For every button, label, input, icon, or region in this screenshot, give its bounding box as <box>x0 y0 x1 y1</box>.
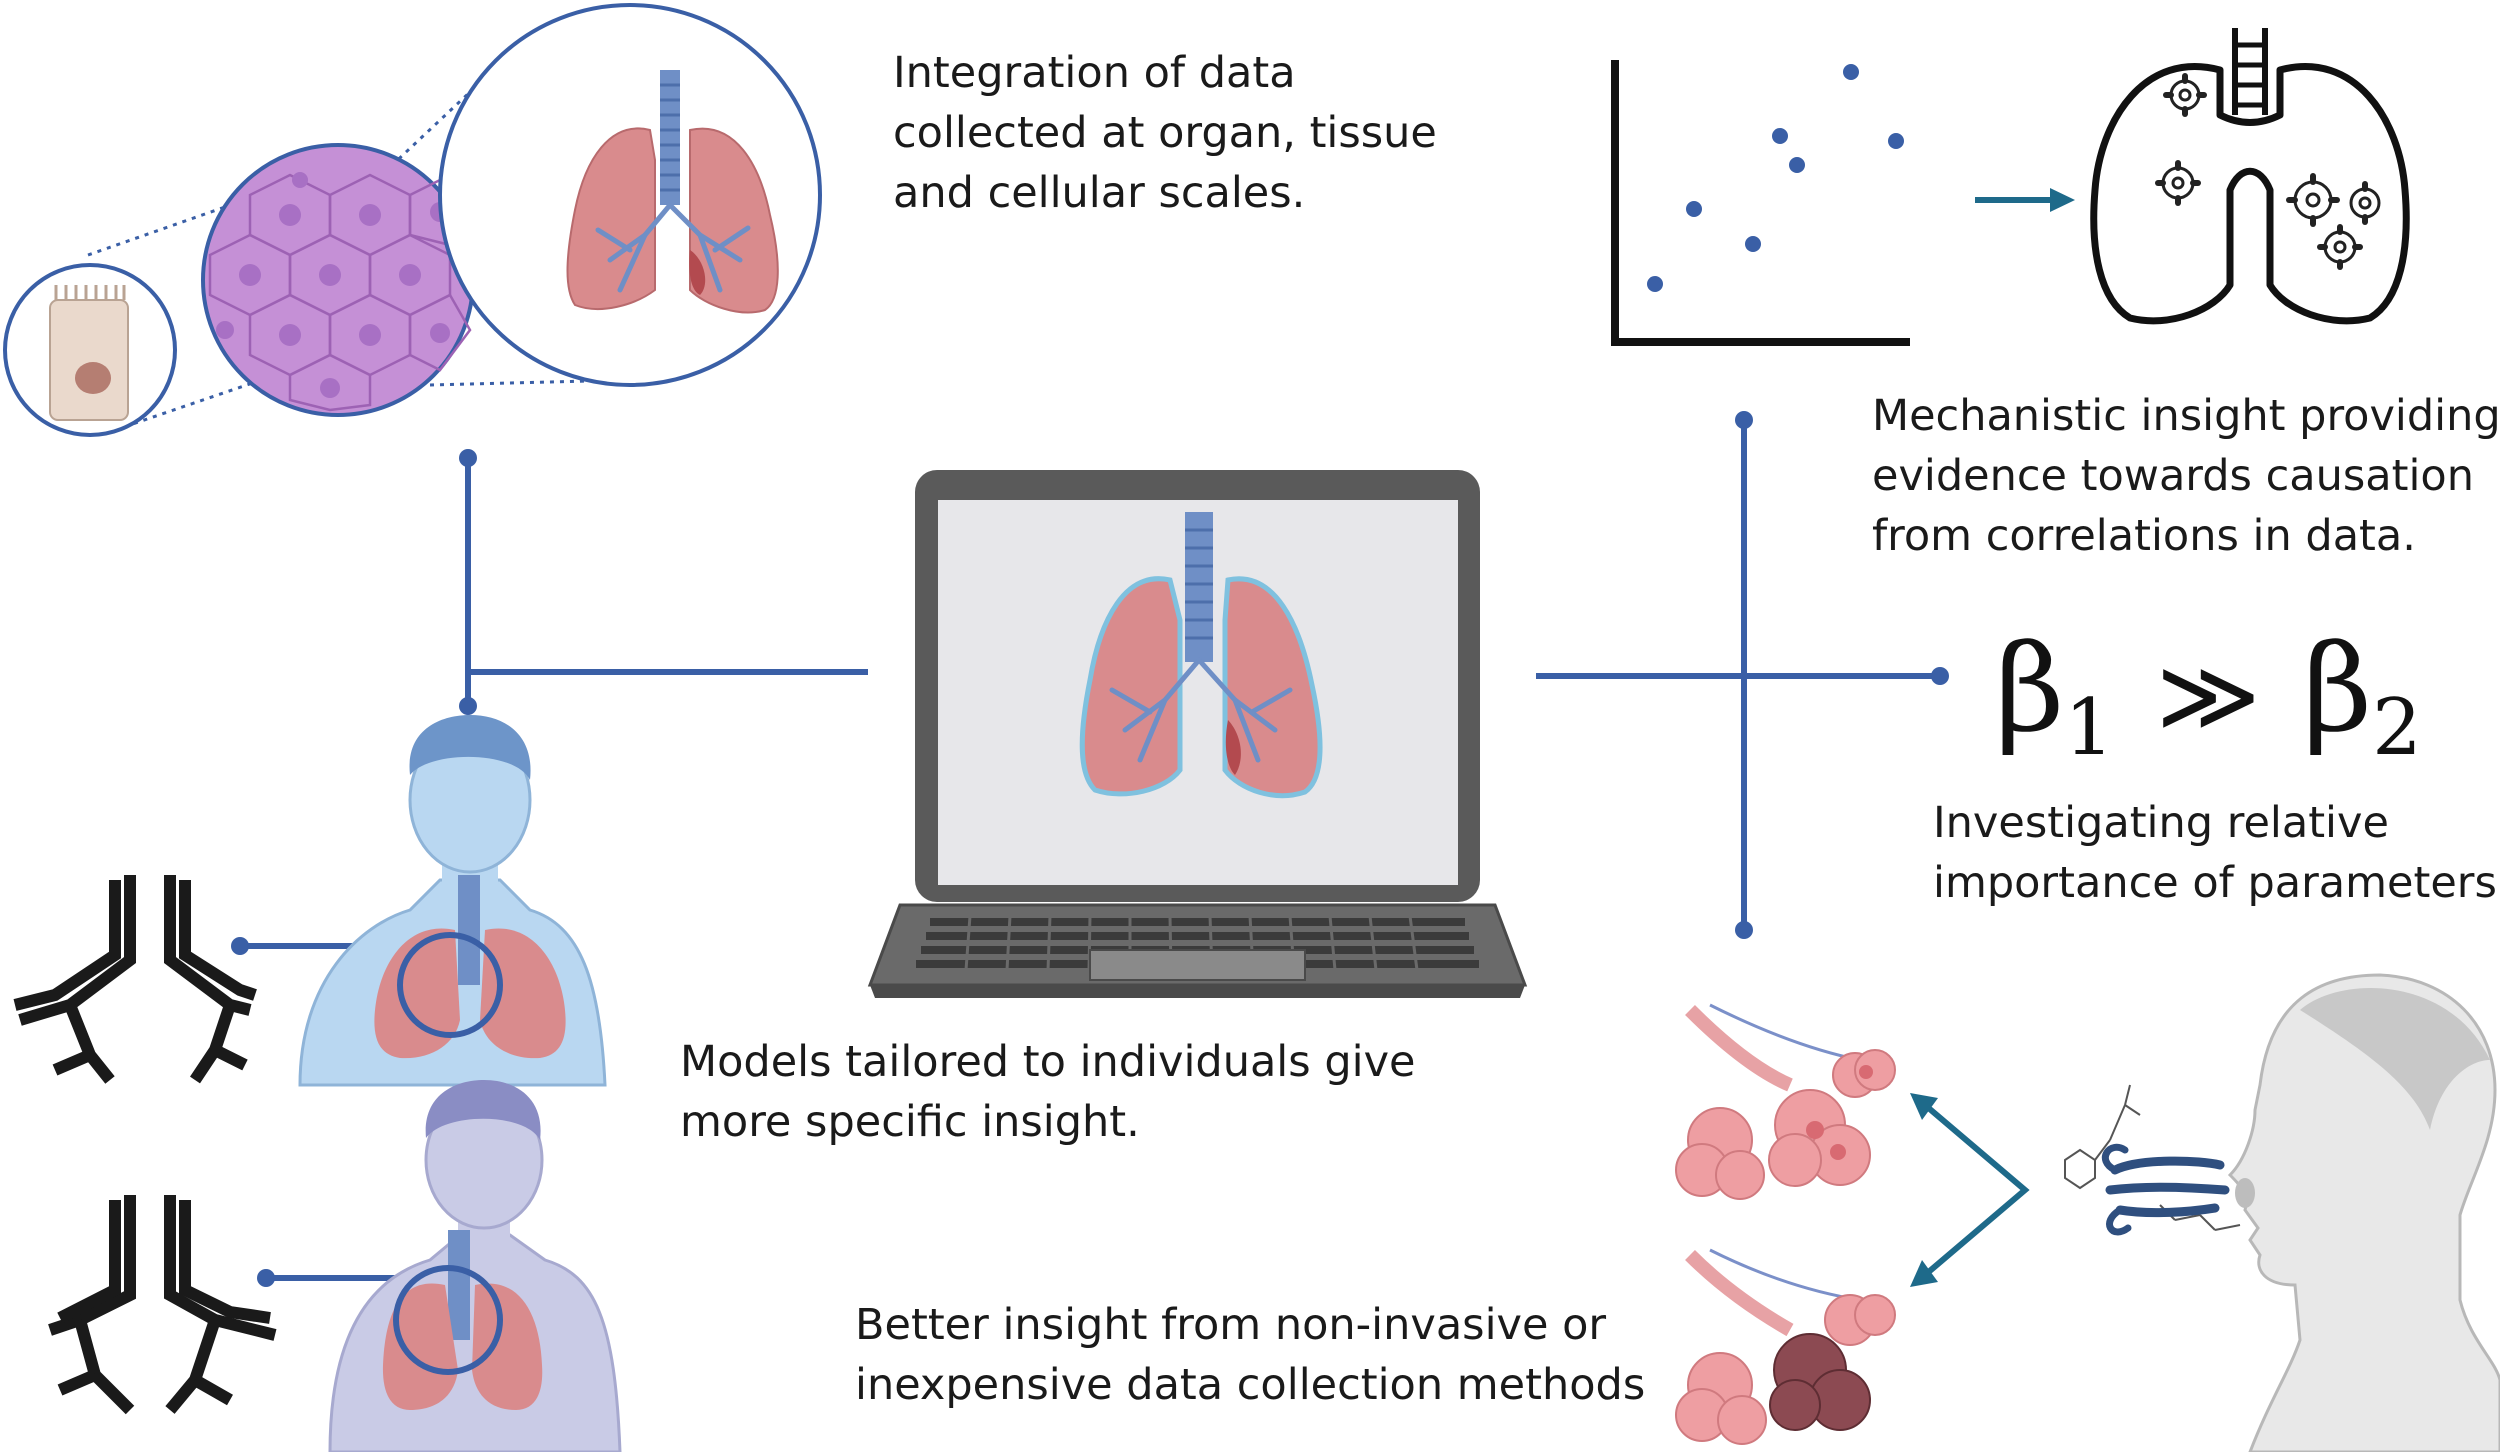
mechanistic-caption: Mechanistic insight providing evidence t… <box>1872 386 2500 566</box>
human-torso-icon <box>298 715 607 1087</box>
cell-icon <box>3 263 177 437</box>
better-caption: Better insight from non-invasive or inex… <box>855 1295 1645 1415</box>
human-torso-icon <box>328 1080 622 1454</box>
alveoli-icon <box>1675 1248 1896 1445</box>
airway-tree-icon <box>48 1195 277 1415</box>
alveoli-icon <box>1675 1003 1896 1200</box>
laptop-icon <box>867 470 1528 998</box>
human-head-icon <box>2227 973 2500 1454</box>
caption-line: Models tailored to individuals give <box>680 1037 1416 1087</box>
caption-line: collected at organ, tissue <box>893 108 1437 158</box>
caption-line: Better insight from non-invasive or <box>855 1300 1607 1350</box>
caption-line: Mechanistic insight providing <box>1872 391 2500 441</box>
scales-group <box>3 3 822 437</box>
beta-inequality: β1≫β2 <box>1995 620 2475 773</box>
breath-icon <box>2101 1143 2230 1236</box>
integration-caption: Integration of data collected at organ, … <box>893 43 1437 223</box>
much-greater-symbol: ≫ <box>2156 637 2261 754</box>
airway-tree-icon <box>13 875 257 1084</box>
beta-symbol: β <box>1995 620 2065 759</box>
branch-arrows <box>1923 1102 2030 1278</box>
caption-line: Investigating relative <box>1933 798 2389 848</box>
caption-line: evidence towards causation <box>1872 451 2474 501</box>
caption-line: inexpensive data collection methods <box>855 1360 1646 1410</box>
tissue-icon <box>201 143 475 417</box>
caption-line: Integration of data <box>893 48 1296 98</box>
gear-lung-icon <box>2090 28 2410 325</box>
beta-symbol: β <box>2302 620 2373 759</box>
tailored-caption: Models tailored to individuals give more… <box>680 1032 1415 1152</box>
caption-line: importance of parameters <box>1933 858 2497 908</box>
caption-line: and cellular scales. <box>893 168 1306 218</box>
organ-lung-icon <box>438 3 822 387</box>
arrow-to-gear-lung <box>1975 188 2075 212</box>
beta-subscript-2: 2 <box>2372 683 2422 773</box>
investigating-caption: Investigating relative importance of par… <box>1933 793 2497 913</box>
caption-line: from correlations in data. <box>1872 511 2416 561</box>
beta-subscript-1: 1 <box>2064 683 2115 773</box>
connector-dots <box>231 411 1949 1287</box>
caption-line: more specific insight. <box>680 1097 1140 1147</box>
molecule-icon <box>2064 1084 2241 1231</box>
scatter-plot-icon <box>1611 60 1910 346</box>
